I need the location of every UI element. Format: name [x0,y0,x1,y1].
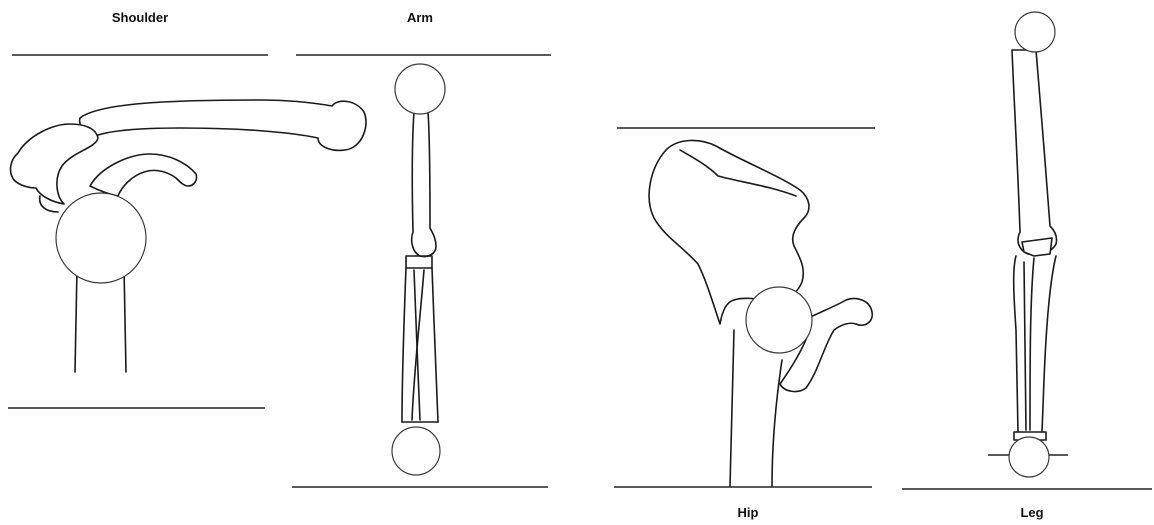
ulna-outer [402,268,406,422]
clavicle [80,100,366,150]
shoulder-panel: Shoulder [8,10,366,408]
elbow-joint [406,256,432,268]
tibia-inner [1030,258,1034,430]
femur-shaft-left [730,330,734,486]
leg-hip-circle [1015,12,1055,52]
humerus-shaft [75,268,126,372]
radius-inner [412,270,424,420]
fibula-inner [1024,262,1026,430]
arm-wrist-circle [392,427,440,475]
arm-shoulder-circle [395,64,445,114]
arm-label: Arm [407,10,433,25]
femur-shaft-right [772,360,782,486]
coracoid-process [90,154,197,196]
leg-panel: Leg [902,12,1152,520]
humeral-head-circle [56,193,146,283]
hip-panel: Hip [614,128,875,520]
leg-ankle-circle [1009,437,1049,477]
patella [1022,238,1052,256]
leg-label: Leg [1020,505,1043,520]
arm-panel: Arm [292,10,551,487]
humerus [412,112,436,257]
shoulder-label: Shoulder [112,10,168,25]
femoral-head-circle [746,287,812,353]
hip-label: Hip [738,505,759,520]
radius-outer [432,268,438,422]
acromion [11,124,98,204]
tibia-outer [1042,256,1056,432]
fibula-outer [1014,256,1018,432]
femur [1012,50,1057,255]
